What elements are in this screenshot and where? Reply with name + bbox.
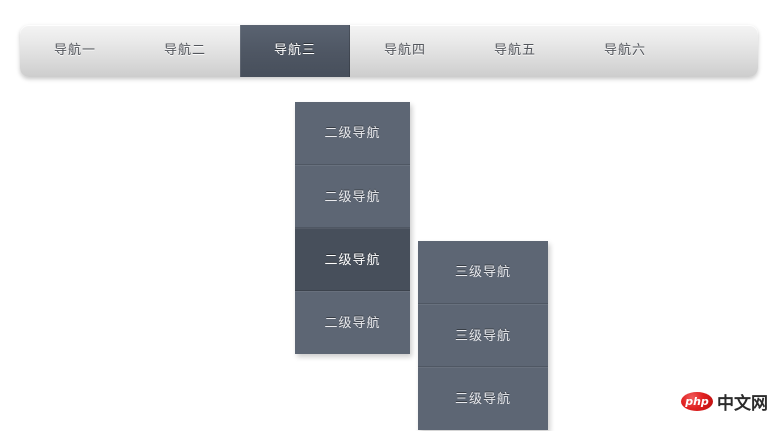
submenu-item-3[interactable]: 二级导航 <box>295 228 410 291</box>
thirdmenu-item-2-label: 三级导航 <box>454 329 511 344</box>
submenu-item-2[interactable]: 二级导航 <box>295 165 410 228</box>
submenu-item-1[interactable]: 二级导航 <box>295 102 410 165</box>
nav-item-4-label: 导航四 <box>383 43 426 58</box>
watermark: php 中文网 <box>681 389 768 414</box>
nav-item-6-label: 导航六 <box>603 43 646 58</box>
php-logo-icon: php <box>681 392 713 411</box>
nav-item-2-label: 导航二 <box>163 43 206 58</box>
watermark-label: 中文网 <box>717 394 768 414</box>
multilevel-navigation: 导航一 导航二 导航三 导航四 导航五 导航六 二级导航 二级导航 二级导航 二… <box>20 25 758 430</box>
nav-item-5[interactable]: 导航五 <box>460 25 570 77</box>
submenu-item-4[interactable]: 二级导航 <box>295 291 410 354</box>
thirdmenu-item-1[interactable]: 三级导航 <box>418 241 548 304</box>
submenu-item-1-label: 二级导航 <box>324 126 381 141</box>
thirdmenu-item-3-label: 三级导航 <box>454 392 511 407</box>
submenu-item-4-label: 二级导航 <box>324 316 381 331</box>
thirdmenu-item-2[interactable]: 三级导航 <box>418 304 548 367</box>
submenu-item-2-label: 二级导航 <box>324 190 381 205</box>
nav-item-1[interactable]: 导航一 <box>20 25 130 77</box>
nav-item-2[interactable]: 导航二 <box>130 25 240 77</box>
thirdmenu-item-1-label: 三级导航 <box>454 265 511 280</box>
second-level-nav-list: 二级导航 二级导航 二级导航 二级导航 <box>295 102 410 354</box>
thirdmenu-item-3[interactable]: 三级导航 <box>418 367 548 430</box>
nav-item-5-label: 导航五 <box>493 43 536 58</box>
nav-item-3-label: 导航三 <box>273 43 316 58</box>
nav-item-4[interactable]: 导航四 <box>350 25 460 77</box>
navigation-bar <box>20 25 758 77</box>
third-level-nav-list: 三级导航 三级导航 三级导航 <box>418 241 548 430</box>
nav-item-3[interactable]: 导航三 <box>240 25 350 77</box>
nav-item-1-label: 导航一 <box>53 43 96 58</box>
submenu-item-3-label: 二级导航 <box>324 253 381 268</box>
nav-item-6[interactable]: 导航六 <box>570 25 680 77</box>
top-level-nav-list: 导航一 导航二 导航三 导航四 导航五 导航六 <box>20 25 680 77</box>
